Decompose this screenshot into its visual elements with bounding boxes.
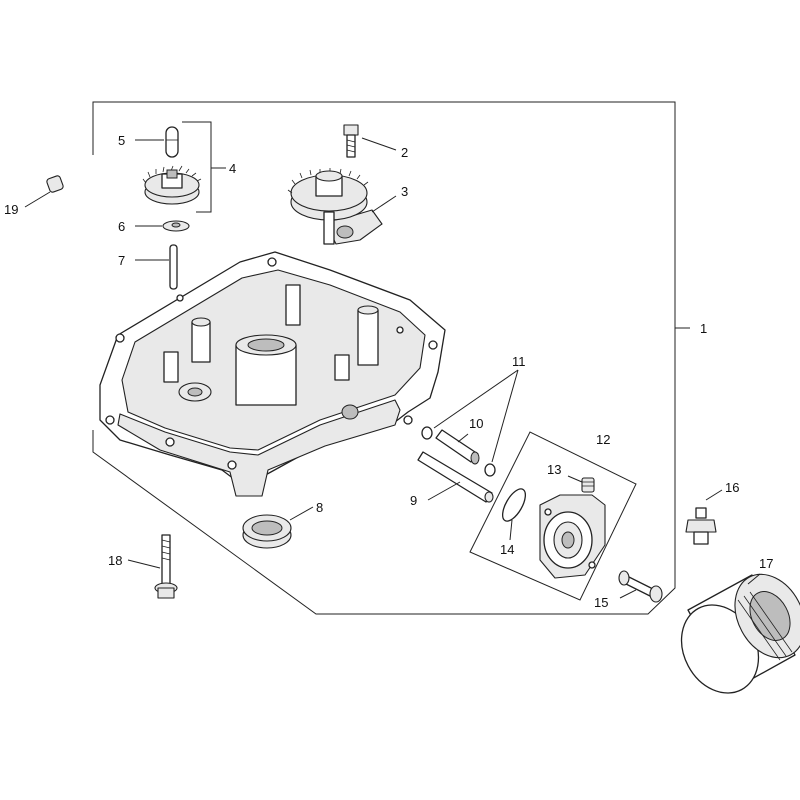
oil-seal-part-8 xyxy=(242,506,314,549)
callout-2: 2 xyxy=(401,145,408,160)
callout-1: 1 xyxy=(700,321,707,336)
oil-pump-body xyxy=(539,494,606,579)
callout-19: 19 xyxy=(4,202,18,217)
gasket-part-14 xyxy=(501,488,527,541)
callout-14: 14 xyxy=(500,542,514,557)
gear-part-4 xyxy=(142,165,202,205)
bolt-part-15 xyxy=(618,570,663,603)
callout-13: 13 xyxy=(547,462,561,477)
callout-5: 5 xyxy=(118,133,125,148)
washer-part-6 xyxy=(135,220,190,232)
callout-6: 6 xyxy=(118,219,125,234)
callout-15: 15 xyxy=(594,595,608,610)
callout-18: 18 xyxy=(108,553,122,568)
governor-gear-part-3 xyxy=(287,168,397,245)
callout-8: 8 xyxy=(316,500,323,515)
bolt-part-2 xyxy=(343,124,397,158)
crankcase-cover xyxy=(99,251,446,497)
bracket-12 xyxy=(469,431,637,601)
pipe-part-10 xyxy=(435,429,480,465)
pin-part-5 xyxy=(135,126,179,158)
assembly-boundary xyxy=(92,101,676,615)
callout-10: 10 xyxy=(469,416,483,431)
callout-9: 9 xyxy=(410,493,417,508)
callout-7: 7 xyxy=(118,253,125,268)
spring-part-13 xyxy=(567,475,595,493)
bracket-4 xyxy=(182,121,212,213)
callout-17: 17 xyxy=(759,556,773,571)
callout-16: 16 xyxy=(725,480,739,495)
pipe-part-9 xyxy=(417,451,494,503)
o-rings-part-11 xyxy=(421,369,519,477)
callout-11: 11 xyxy=(512,354,526,369)
bolt-part-18 xyxy=(127,534,178,599)
callout-3: 3 xyxy=(401,184,408,199)
callout-12: 12 xyxy=(596,432,610,447)
callout-4: 4 xyxy=(229,161,236,176)
oil-filter-part-17 xyxy=(680,573,800,694)
screw-part-19 xyxy=(24,175,64,208)
shaft-part-7 xyxy=(135,244,178,290)
switch-part-16 xyxy=(685,489,723,545)
